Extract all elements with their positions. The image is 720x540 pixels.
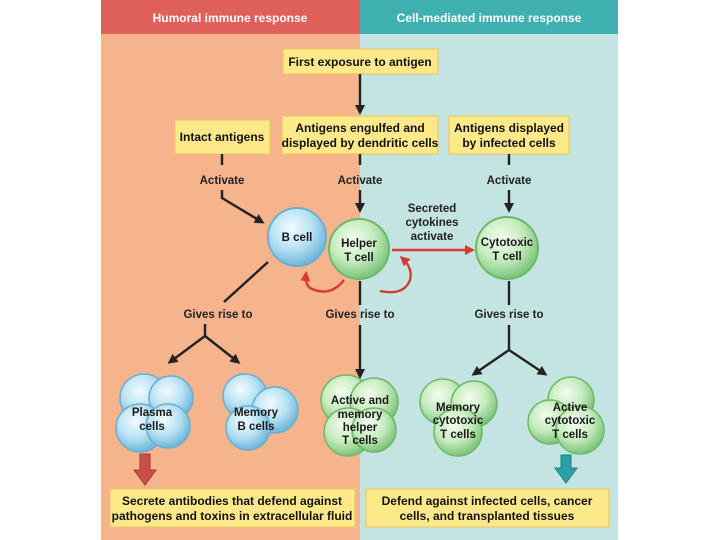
helper-t-cell-label-2: T cell: [344, 252, 373, 264]
arrow-bcell-to-rise-label: [223, 261, 269, 303]
bottom-left-text-2: pathogens and toxins in extracellular fl…: [112, 509, 353, 523]
cell-mediated-header: [360, 0, 618, 34]
helper-t-cell: [328, 218, 390, 280]
infected-antigens-text-2: by infected cells: [462, 136, 556, 150]
b-cell: [267, 207, 327, 267]
active-cytotoxic-t-cells-cluster: [527, 376, 605, 455]
memory-cyto-label-3: T cells: [440, 429, 476, 441]
active-helper-label-2: memory: [338, 409, 383, 421]
intact-antigens-box: [174, 119, 271, 155]
intact-antigens-text: Intact antigens: [180, 130, 265, 144]
first-exposure-text: First exposure to antigen: [288, 55, 431, 69]
active-helper-label-1: Active and: [331, 395, 389, 407]
memory-cytotoxic-t-cells-cluster: [419, 378, 498, 457]
gives-rise-label-left: Gives rise to: [183, 309, 252, 321]
engulfed-antigens-box: [281, 115, 439, 155]
memory-cyto-label-2: cytotoxic: [433, 415, 484, 427]
plasma-cells-cluster: [115, 373, 194, 453]
humoral-header: [101, 0, 360, 34]
bottom-right-box: [365, 488, 610, 528]
active-cytotoxic-down-arrow: [554, 454, 578, 484]
engulfed-antigens-text-1: Antigens engulfed and: [295, 121, 424, 135]
arrow-split-left-b: [204, 335, 241, 364]
memory-cyto-label-1: Memory: [436, 402, 481, 414]
infected-antigens-box: [448, 115, 570, 155]
cytotoxic-t-cell: [475, 216, 539, 280]
cytokines-label-1: Secreted: [408, 203, 457, 215]
cytotoxic-t-cell-label-1: Cytotoxic: [481, 237, 534, 249]
activate-label-center: Activate: [338, 175, 383, 187]
active-helper-label-4: T cells: [342, 435, 378, 447]
gives-rise-label-center: Gives rise to: [325, 309, 394, 321]
cytotoxic-t-cell-label-2: T cell: [492, 251, 521, 263]
arrow-split-right-b: [508, 349, 548, 376]
humoral-header-title: Humoral immune response: [153, 11, 308, 25]
bottom-left-text-1: Secrete antibodies that defend against: [122, 494, 342, 508]
active-memory-helper-t-cells-cluster: [320, 374, 399, 457]
cell-mediated-header-title: Cell-mediated immune response: [397, 11, 582, 25]
bottom-right-text-2: cells, and transplanted tissues: [400, 509, 575, 523]
activate-label-right: Activate: [487, 175, 532, 187]
arrow-intact-to-bcell: [220, 154, 262, 222]
red-arrow-helper-loop: [379, 255, 412, 294]
memory-b-cells-label-1: Memory: [234, 407, 279, 419]
bottom-left-box: [109, 488, 356, 528]
red-arrow-helper-to-bcell: [300, 271, 345, 293]
infected-antigens-text-1: Antigens displayed: [454, 121, 564, 135]
cytokines-label-2: cytokines: [405, 217, 458, 229]
gives-rise-label-right: Gives rise to: [474, 309, 543, 321]
plasma-cells-label-2: cells: [139, 421, 165, 433]
active-helper-label-3: helper: [343, 422, 378, 434]
plasma-cells-label-1: Plasma: [132, 407, 173, 419]
active-cyto-label-2: cytotoxic: [545, 415, 596, 427]
active-cyto-label-3: T cells: [552, 429, 588, 441]
engulfed-antigens-text-2: displayed by dendritic cells: [282, 136, 439, 150]
plasma-down-arrow: [133, 453, 157, 486]
bottom-right-text-1: Defend against infected cells, cancer: [382, 494, 593, 508]
helper-t-cell-label-1: Helper: [341, 238, 377, 250]
active-cyto-label-1: Active: [553, 402, 588, 414]
memory-b-cells-cluster: [222, 373, 299, 451]
first-exposure-box: [282, 48, 439, 75]
activate-label-left: Activate: [200, 175, 245, 187]
memory-b-cells-label-2: B cells: [237, 421, 274, 433]
b-cell-label: B cell: [282, 232, 313, 244]
cytokines-label-3: activate: [411, 231, 454, 243]
arrow-split-left: [170, 324, 207, 362]
